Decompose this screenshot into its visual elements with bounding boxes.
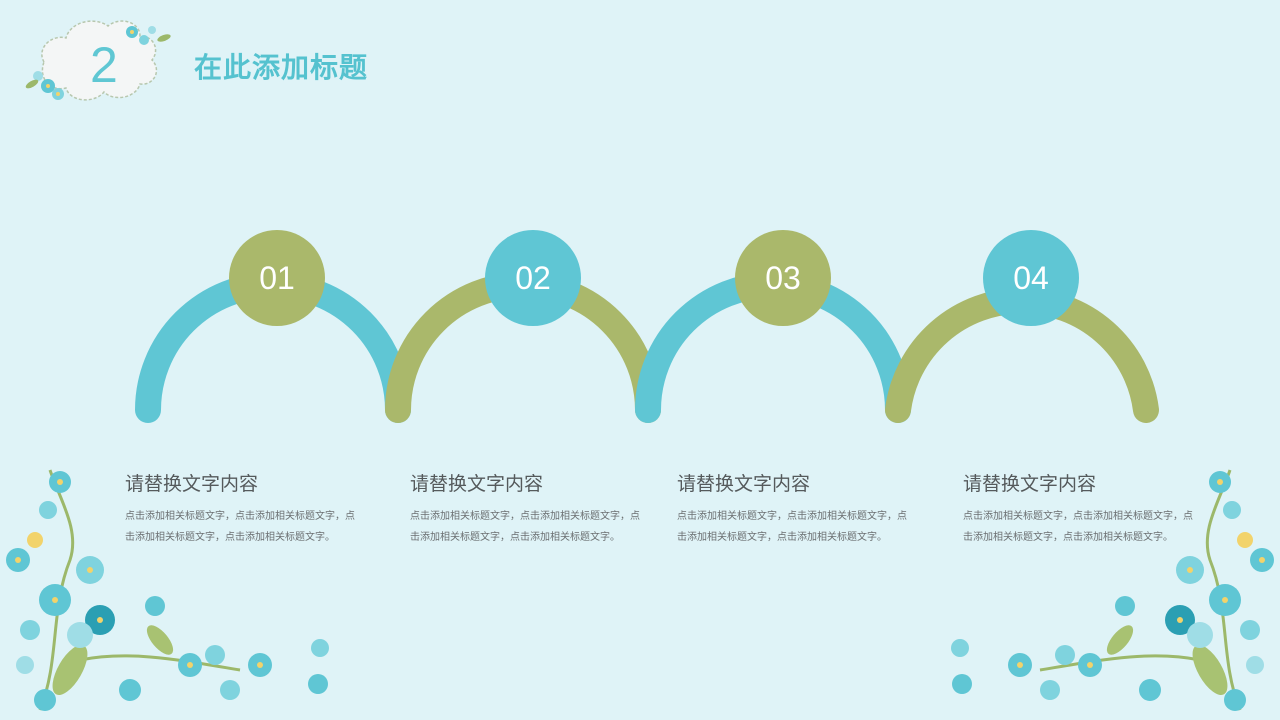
step-2-text: 请替换文字内容 点击添加相关标题文字，点击添加相关标题文字，点击添加相关标题文字… — [410, 470, 640, 548]
step-1-text: 请替换文字内容 点击添加相关标题文字，点击添加相关标题文字，点击添加相关标题文字… — [125, 470, 355, 548]
section-badge: 2 — [14, 12, 184, 112]
step-1-body: 点击添加相关标题文字，点击添加相关标题文字，点击添加相关标题文字，点击添加相关标… — [125, 511, 355, 543]
forget-me-not-floral-icon — [6, 469, 329, 711]
step-4-text: 请替换文字内容 点击添加相关标题文字，点击添加相关标题文字，点击添加相关标题文字… — [963, 470, 1193, 548]
step-3-circle: 03 — [735, 230, 831, 326]
step-3-heading: 请替换文字内容 — [677, 473, 811, 495]
step-3-text: 请替换文字内容 点击添加相关标题文字，点击添加相关标题文字，点击添加相关标题文字… — [677, 470, 907, 548]
step-4-heading: 请替换文字内容 — [963, 473, 1097, 495]
step-2-body: 点击添加相关标题文字，点击添加相关标题文字，点击添加相关标题文字，点击添加相关标… — [410, 511, 640, 543]
step-4-body: 点击添加相关标题文字，点击添加相关标题文字，点击添加相关标题文字，点击添加相关标… — [963, 511, 1193, 543]
step-3-body: 点击添加相关标题文字，点击添加相关标题文字，点击添加相关标题文字，点击添加相关标… — [677, 511, 907, 543]
slide-title: 在此添加标题 — [194, 51, 369, 84]
step-4-circle: 04 — [983, 230, 1079, 326]
forget-me-not-floral-icon — [951, 469, 1274, 711]
step-1-heading: 请替换文字内容 — [125, 473, 259, 495]
step-1-circle: 01 — [229, 230, 325, 326]
cloud-badge-icon — [25, 20, 171, 101]
badge-flower-cluster — [25, 26, 171, 100]
step-2-circle: 02 — [485, 230, 581, 326]
section-number: 2 — [90, 37, 118, 93]
step-2-heading: 请替换文字内容 — [410, 473, 544, 495]
